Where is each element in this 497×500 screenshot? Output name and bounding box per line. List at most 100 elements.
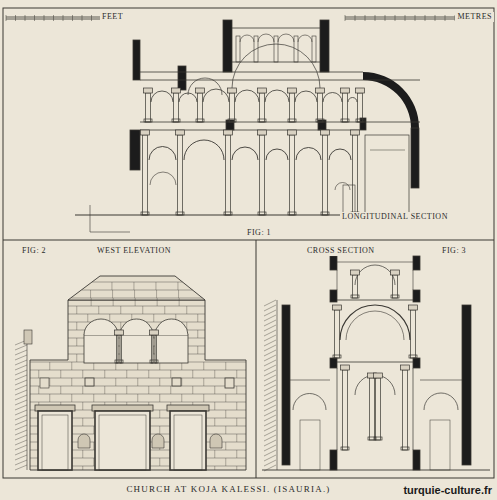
plate-caption: CHURCH AT KOJA KALESSI. (ISAURIA.) [124, 484, 332, 495]
arch [293, 394, 326, 410]
drawing-stroke [49, 378, 50, 386]
drawing-stroke [345, 19, 455, 20]
drawing-stroke [232, 28, 320, 29]
drawing-stroke [30, 386, 246, 387]
arch [298, 35, 312, 42]
column [260, 93, 265, 122]
arch [340, 305, 410, 340]
drawing-stroke [264, 440, 276, 446]
drawing-stroke [93, 426, 94, 434]
window-arch [155, 319, 188, 335]
door [38, 411, 72, 470]
column-base [150, 360, 158, 363]
drawing-stroke [264, 305, 276, 311]
drawing-stroke [413, 270, 414, 290]
drawing-stroke [264, 300, 276, 306]
column [335, 310, 340, 358]
drawing-stroke [15, 400, 27, 405]
capital [141, 130, 150, 135]
door [95, 411, 150, 470]
capital [316, 88, 325, 93]
drawing-stroke [170, 370, 171, 378]
capital [351, 270, 360, 275]
drawing-stroke [264, 395, 276, 401]
column-base [341, 119, 349, 122]
drawing-stroke [98, 306, 99, 314]
drawing-stroke [76, 354, 77, 362]
drawing-stroke [159, 410, 160, 418]
drawing-stroke [262, 470, 490, 471]
facade [30, 300, 246, 470]
niche [152, 434, 164, 448]
drawing-stroke [413, 256, 420, 270]
drawing-stroke [15, 440, 27, 445]
window-arch [120, 319, 153, 335]
drawing-stroke [264, 350, 276, 356]
drawing-stroke [90, 232, 130, 233]
drawing-stroke [15, 395, 27, 400]
drawing-stroke [225, 442, 226, 450]
column [393, 275, 398, 298]
drawing-stroke [337, 300, 413, 301]
capital [391, 270, 400, 275]
drawing-stroke [38, 386, 39, 394]
figure-title: CROSS SECTION [305, 246, 377, 256]
drawing-stroke [142, 306, 143, 314]
drawing-stroke [71, 378, 72, 386]
capital [341, 365, 350, 370]
drawing-stroke [294, 36, 298, 62]
column [146, 93, 151, 122]
drawing-stroke [300, 420, 320, 470]
drawing-stroke [236, 450, 237, 458]
capital [196, 88, 205, 93]
capital [176, 130, 185, 135]
drawing-stroke [90, 290, 91, 298]
column [290, 135, 295, 215]
drawing-stroke [68, 306, 205, 307]
arch [151, 91, 173, 102]
watermark: turquie-culture.fr [401, 484, 494, 497]
column [260, 135, 265, 215]
column-base [288, 119, 296, 122]
column [343, 93, 348, 122]
plate-frame [3, 8, 494, 478]
capital [351, 130, 360, 135]
drawing-stroke [411, 128, 419, 188]
drawing-stroke [178, 290, 179, 298]
drawing-stroke [92, 282, 182, 283]
column-base [409, 355, 417, 358]
drawing-stroke [197, 346, 198, 354]
drawing-stroke [60, 386, 61, 394]
drawing-stroke [264, 360, 276, 366]
drawing-stroke [93, 458, 94, 466]
drawing-stroke [82, 466, 83, 470]
column-base [258, 119, 266, 122]
drawing-stroke [264, 330, 276, 336]
arch [278, 34, 294, 42]
capital [228, 88, 237, 93]
column [358, 93, 363, 122]
drawing-stroke [15, 445, 27, 450]
drawing-stroke [425, 15, 426, 21]
window [155, 335, 188, 363]
drawing-stroke [445, 15, 446, 21]
drawing-stroke [282, 305, 290, 465]
capital [333, 305, 342, 310]
drawing-stroke [226, 120, 234, 130]
drawing-stroke [360, 118, 366, 130]
column [411, 310, 416, 358]
drawing-stroke [264, 315, 276, 321]
arch [240, 35, 254, 42]
drawing-stroke [72, 15, 73, 21]
column [290, 93, 295, 122]
drawing-stroke [137, 378, 138, 386]
drawing-stroke [15, 360, 27, 365]
column [198, 93, 203, 122]
drawing-stroke [337, 368, 338, 450]
drawing-stroke [203, 378, 204, 386]
arch [266, 149, 288, 160]
drawing-stroke [225, 394, 226, 402]
drawing-stroke [42, 415, 68, 470]
column-base [356, 119, 364, 122]
drawing-stroke [113, 298, 114, 306]
